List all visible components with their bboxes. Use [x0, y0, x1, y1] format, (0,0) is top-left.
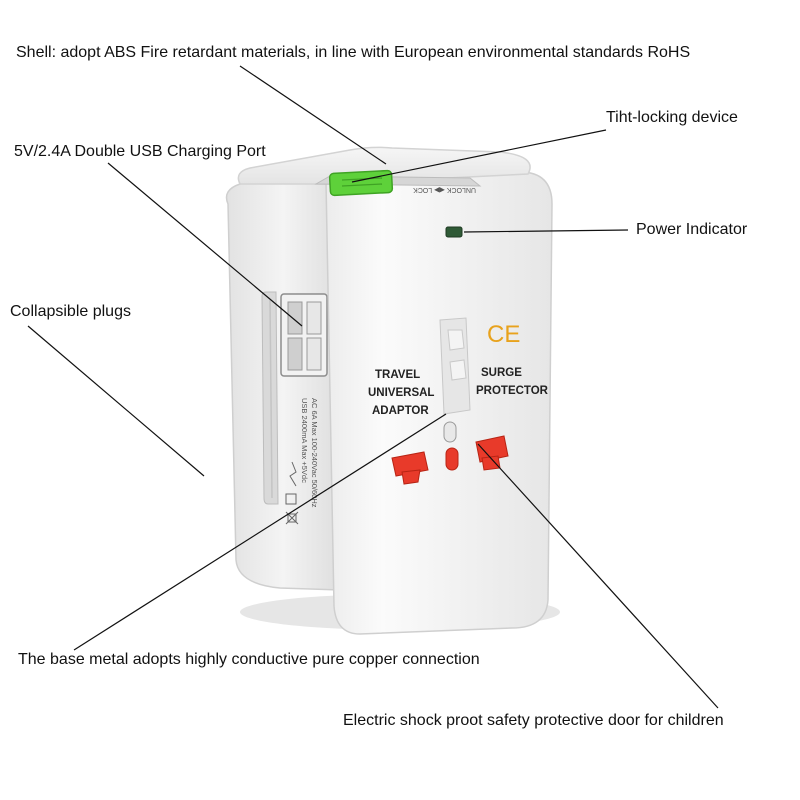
- leader-door: [477, 443, 719, 709]
- power-indicator-light: [445, 226, 463, 238]
- lock-strip-text: UNLOCK ◀▶ LOCK: [413, 186, 476, 193]
- device-text-travel: TRAVEL: [375, 369, 420, 381]
- ce-mark: CE: [487, 321, 520, 348]
- side-face: [225, 169, 341, 591]
- socket-right: [475, 435, 509, 463]
- spec-text-2: USB 2400mA Max +5Vdc: [300, 398, 309, 483]
- socket-center-top: [443, 421, 457, 443]
- leader-lock: [351, 129, 607, 183]
- label-locking-device: Tiht-locking device: [606, 109, 738, 126]
- device-text-surge: SURGE: [481, 367, 522, 379]
- device-text-protector: PROTECTOR: [476, 385, 549, 397]
- leader-power: [463, 229, 629, 233]
- device-text-adaptor: ADAPTOR: [372, 405, 429, 417]
- leader-usb: [107, 162, 303, 327]
- label-safety-door: Electric shock proot safety protective d…: [343, 712, 724, 729]
- label-collapsible-plugs: Collapsible plugs: [10, 303, 131, 320]
- usb-port-group: [280, 293, 328, 377]
- leader-shell: [239, 65, 387, 165]
- label-shell: Shell: adopt ABS Fire retardant material…: [16, 44, 691, 61]
- leader-copper: [73, 413, 447, 651]
- lock-button[interactable]: [328, 169, 394, 197]
- top-face: [237, 146, 531, 185]
- front-face: [325, 171, 553, 635]
- spec-text-1: AC 6A Max 100-240Vac 50/60Hz: [310, 398, 319, 508]
- socket-center: [445, 447, 459, 471]
- label-power-indicator: Power Indicator: [636, 221, 748, 238]
- callout-lines: [27, 65, 719, 709]
- leader-plugs: [27, 325, 205, 477]
- device-text-universal: UNIVERSAL: [368, 387, 434, 399]
- label-usb-port: 5V/2.4A Double USB Charging Port: [14, 143, 266, 160]
- label-base-metal: The base metal adopts highly conductive …: [18, 651, 480, 668]
